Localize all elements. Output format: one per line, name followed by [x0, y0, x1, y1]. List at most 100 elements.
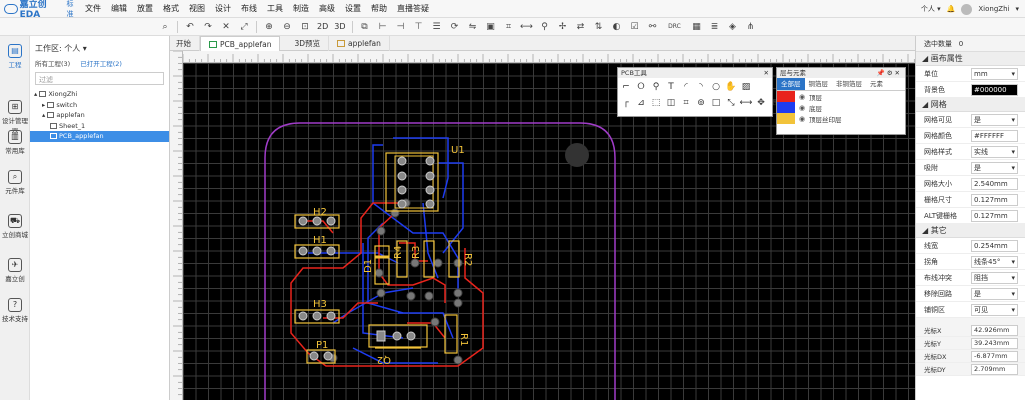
distribute-icon[interactable]: ☰: [432, 21, 441, 32]
layer-color-swatch[interactable]: [777, 91, 795, 102]
property-select[interactable]: 实线: [971, 145, 1018, 158]
layers-title-bar[interactable]: 层与元素📌⚙✕: [777, 68, 905, 78]
link-icon[interactable]: ⚯: [648, 21, 657, 32]
tree-arrow-icon[interactable]: ▴: [34, 90, 40, 98]
p1-connector[interactable]: [306, 349, 336, 364]
property-select[interactable]: 是: [971, 113, 1018, 126]
property-input[interactable]: #FFFFFF: [971, 129, 1018, 142]
rotate-icon[interactable]: ⟳: [450, 21, 459, 32]
menu-item[interactable]: 工具: [267, 4, 283, 13]
align-top-icon[interactable]: ⊤: [414, 21, 423, 32]
zoom-out-icon[interactable]: ⊖: [283, 21, 291, 32]
property-select[interactable]: mm: [971, 67, 1018, 80]
property-input[interactable]: 0.127mm: [971, 209, 1018, 222]
measure-icon[interactable]: ⟷: [739, 98, 753, 108]
tab-0[interactable]: 开始: [170, 36, 200, 51]
arc-icon[interactable]: ◜: [684, 82, 688, 92]
layer-color-swatch[interactable]: [777, 102, 795, 113]
redo-icon[interactable]: ↷: [204, 21, 212, 32]
bell-icon[interactable]: 🔔: [946, 5, 956, 13]
all-projects-tab[interactable]: 所有工程(3): [35, 60, 71, 68]
flip-icon[interactable]: ⇋: [468, 21, 477, 32]
grid-section-header[interactable]: ◢ 网格: [916, 98, 1025, 112]
resistor-bodies[interactable]: [396, 240, 460, 354]
property-input[interactable]: 2.540mm: [971, 177, 1018, 190]
layer-row[interactable]: ◉顶层丝印层: [777, 113, 905, 124]
nav-item-jlc[interactable]: ✈嘉立创: [0, 258, 30, 283]
workspace-selector[interactable]: 工作区: 个人 ▾: [35, 44, 87, 53]
other-section-header[interactable]: ◢ 其它: [916, 224, 1025, 238]
property-input[interactable]: 0.254mm: [971, 239, 1018, 252]
view-2d-button[interactable]: 2D: [317, 22, 329, 31]
rect-icon[interactable]: □: [711, 98, 721, 108]
track-icon[interactable]: ⌐: [622, 82, 630, 92]
layers-tab[interactable]: 铜箔层: [808, 80, 829, 88]
snap-icon[interactable]: ⌗: [505, 21, 512, 32]
search-icon[interactable]: ⌕: [162, 21, 168, 32]
property-select[interactable]: 是: [971, 287, 1018, 300]
highlight-icon[interactable]: ◐: [612, 21, 621, 32]
arc-center-icon[interactable]: ◝: [699, 82, 703, 92]
cam-icon[interactable]: ▦: [692, 21, 701, 32]
corner-icon[interactable]: ┌: [623, 98, 629, 108]
nav-item-lcsc-store[interactable]: ⛟立创商城: [0, 214, 30, 239]
zoom-in-icon[interactable]: ⊕: [265, 21, 273, 32]
u1-footprint[interactable]: [385, 152, 439, 212]
undo-icon[interactable]: ↶: [186, 21, 194, 32]
keepout-icon[interactable]: ⌗: [683, 98, 689, 108]
q2-transistor[interactable]: [368, 324, 428, 349]
menu-item[interactable]: 制造: [293, 4, 309, 13]
tree-item[interactable]: ▴ applefan: [30, 110, 169, 121]
dimension-icon[interactable]: ⊿: [637, 98, 645, 108]
copy-icon[interactable]: ⧉: [361, 21, 368, 32]
nav-item-project[interactable]: ▤工程: [0, 44, 30, 69]
align-left-icon[interactable]: ⊢: [378, 21, 387, 32]
property-select[interactable]: 线条45°: [971, 255, 1018, 268]
h2-header[interactable]: [294, 214, 340, 229]
eye-icon[interactable]: ◉: [798, 114, 806, 123]
h1-header[interactable]: [294, 244, 340, 259]
connect-icon[interactable]: ⤡: [727, 98, 735, 108]
bom-icon[interactable]: ≣: [710, 21, 719, 32]
menu-item[interactable]: 高级: [319, 4, 335, 13]
nav-item-tech-support[interactable]: ?技术支持: [0, 298, 30, 323]
layer-swap-icon[interactable]: ⇅: [594, 21, 603, 32]
menu-item[interactable]: 设置: [345, 4, 361, 13]
cross-probe-icon[interactable]: ✢: [558, 21, 567, 32]
tree-item[interactable]: ▸ switch: [30, 100, 169, 111]
menu-item[interactable]: 格式: [163, 4, 179, 13]
eye-icon[interactable]: ◉: [798, 92, 806, 101]
layers-tab[interactable]: 全部层: [777, 78, 805, 90]
pin-icon[interactable]: ⚲: [541, 21, 548, 32]
snap-icon[interactable]: ✥: [757, 98, 765, 108]
checklist-icon[interactable]: ☑: [630, 21, 639, 32]
property-input[interactable]: #000000: [971, 83, 1018, 96]
tree-item[interactable]: Sheet_1: [30, 121, 169, 132]
drc-button[interactable]: DRC: [668, 23, 681, 30]
pin-gear-close-icons[interactable]: 📌⚙✕: [876, 69, 902, 77]
share-icon[interactable]: ⋔: [746, 21, 755, 32]
layer-row[interactable]: ◉顶层: [777, 91, 905, 102]
text-icon[interactable]: T: [668, 82, 674, 92]
delete-icon[interactable]: ✕: [222, 21, 230, 32]
menu-item[interactable]: 帮助: [371, 4, 387, 13]
d1-diode[interactable]: [374, 245, 390, 285]
tab-3[interactable]: applefan: [329, 36, 390, 51]
eye-icon[interactable]: ◉: [798, 103, 806, 112]
view-3d-button[interactable]: 3D: [334, 22, 346, 31]
layers-tab[interactable]: 非铜箔层: [836, 80, 862, 88]
fit-icon[interactable]: ⤢: [240, 21, 248, 32]
menu-item[interactable]: 文件: [85, 4, 101, 13]
property-select[interactable]: 阻挡: [971, 271, 1018, 284]
menu-item[interactable]: 设计: [215, 4, 231, 13]
tree-arrow-icon[interactable]: ▸: [42, 100, 48, 109]
h3-header[interactable]: [294, 309, 340, 324]
tree-arrow-icon[interactable]: ▴: [42, 111, 48, 119]
pcb-drawing[interactable]: U1 H2 H1 H3 P1 Q2 R1 R2 R3 R4 D1: [183, 63, 915, 400]
menu-item[interactable]: 直播答疑: [397, 4, 429, 13]
user-menu[interactable]: 个人 ▾: [920, 5, 941, 13]
nav-item-common-library[interactable]: ▥常用库: [0, 130, 30, 155]
canvas-section-header[interactable]: ◢ 画布属性: [916, 52, 1025, 66]
property-select[interactable]: 是: [971, 161, 1018, 174]
photo-icon[interactable]: ⊞: [769, 96, 783, 111]
